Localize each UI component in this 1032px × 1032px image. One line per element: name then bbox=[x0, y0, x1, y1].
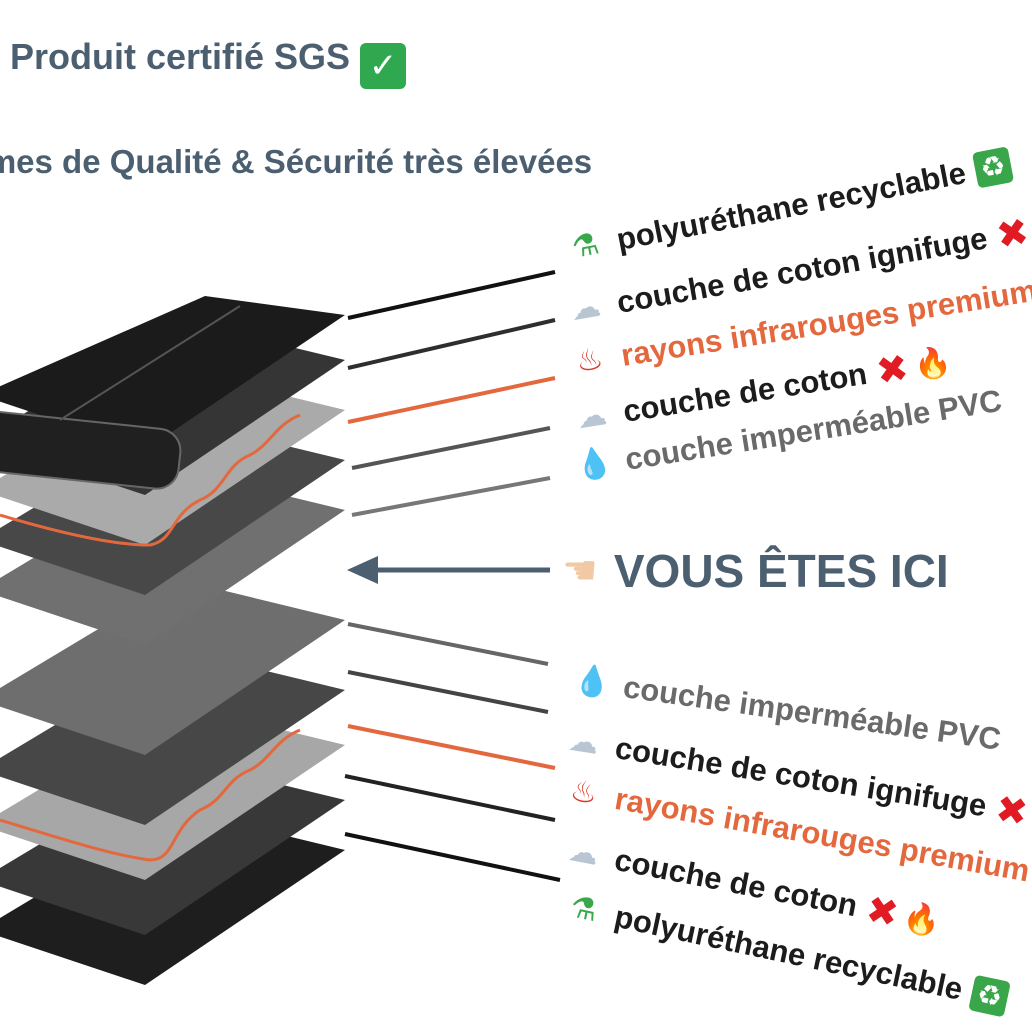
leader-line-7 bbox=[347, 670, 549, 714]
pointing-hand-icon: ☚ bbox=[562, 548, 598, 594]
fire-icon: 🔥 bbox=[911, 343, 954, 384]
leader-line-2 bbox=[347, 318, 556, 370]
test-tube-icon: ⚗ bbox=[569, 226, 603, 266]
leader-line-1 bbox=[347, 270, 556, 320]
droplet-icon: 💧 bbox=[571, 662, 614, 703]
hot-springs-icon: ♨ bbox=[573, 341, 606, 381]
page-subtitle: rmes de Qualité & Sécurité très élevées bbox=[0, 143, 593, 180]
recycle-icon: ♻ bbox=[968, 974, 1011, 1018]
hot-springs-icon: ♨ bbox=[567, 773, 601, 813]
cloud-icon: ☁ bbox=[567, 288, 604, 329]
cross-mark-icon: ✖ bbox=[862, 886, 903, 937]
bottom-layer-pvc bbox=[0, 580, 345, 755]
cloud-icon: ☁ bbox=[565, 832, 602, 873]
leader-line-4 bbox=[351, 426, 551, 470]
recycle-icon: ♻ bbox=[971, 146, 1015, 189]
cross-mark-icon: ✖ bbox=[992, 786, 1031, 835]
cloud-icon: ☁ bbox=[574, 397, 610, 437]
top-layer-polyurethane bbox=[0, 296, 345, 450]
you-are-here: ☚ VOUS ÊTES ICI bbox=[562, 545, 949, 597]
you-are-here-arrowhead bbox=[347, 556, 378, 584]
check-mark-button-icon: ✓ bbox=[360, 43, 407, 89]
droplet-icon: 💧 bbox=[573, 444, 616, 485]
cross-mark-icon: ✖ bbox=[873, 345, 912, 394]
leader-line-9 bbox=[344, 774, 556, 822]
fire-icon: 🔥 bbox=[900, 898, 944, 940]
bottom-heating-wire bbox=[0, 728, 301, 862]
top-heating-wire bbox=[0, 413, 301, 547]
cloud-icon: ☁ bbox=[566, 722, 602, 762]
pillow bbox=[0, 410, 182, 490]
leader-line-8 bbox=[347, 724, 556, 770]
page-title: Produit certifié SGS✓ bbox=[10, 36, 407, 89]
leader-line-3 bbox=[347, 376, 556, 424]
bottom-layer-fire-cotton bbox=[0, 650, 345, 825]
leader-line-6 bbox=[347, 622, 549, 666]
leader-line-10 bbox=[344, 832, 561, 882]
test-tube-icon: ⚗ bbox=[566, 889, 601, 930]
leader-line-5 bbox=[351, 476, 551, 517]
